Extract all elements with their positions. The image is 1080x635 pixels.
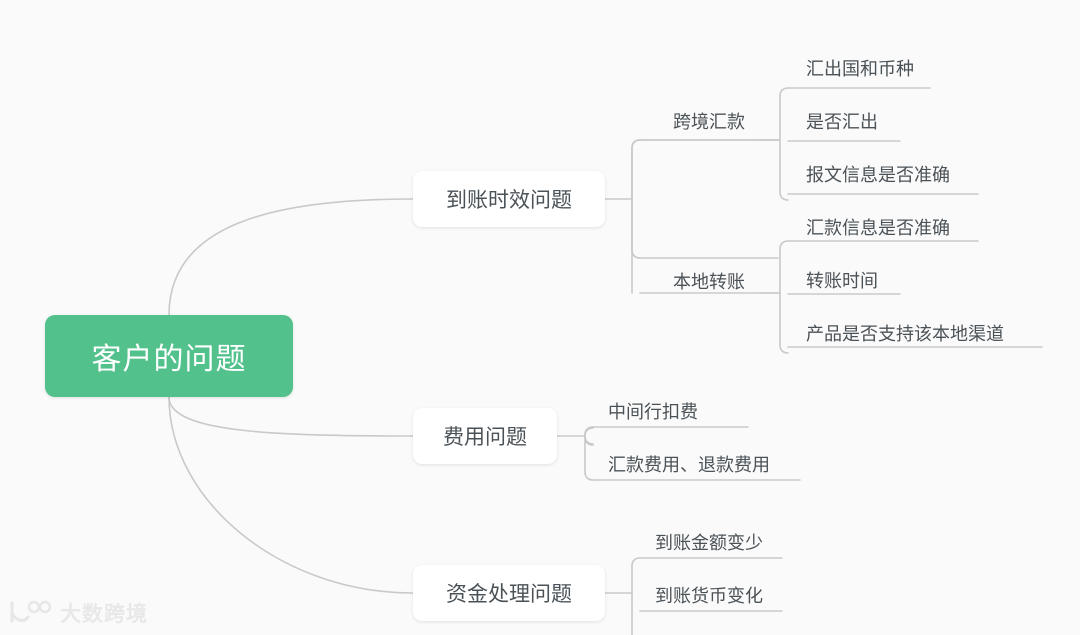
edge-root-to-branch-3 [168, 396, 414, 594]
watermark-logo-icon [8, 599, 54, 629]
branch-node-label: 资金处理问题 [446, 583, 572, 606]
root-node[interactable]: 客户的问题 [45, 315, 293, 397]
edge-root-to-branch-1 [168, 198, 414, 316]
bracket-branch2 [584, 427, 594, 445]
leaf-label-zhuanzhangshijian[interactable]: 转账时间 [806, 271, 878, 291]
bracket-branch1-top [631, 139, 779, 149]
branch-node-feiyong[interactable]: 费用问题 [413, 408, 557, 464]
k100-logo-icon [10, 600, 52, 623]
bracket-fund-leaves [631, 557, 641, 635]
branch-node-zijinchuli[interactable]: 资金处理问题 [413, 565, 605, 621]
group-label-kuajinghuikuan[interactable]: 跨境汇款 [673, 112, 745, 132]
group-label-bendizhuanzhang[interactable]: 本地转账 [673, 272, 745, 292]
leaf-label-baowenxinxishifouzhunque[interactable]: 报文信息是否准确 [806, 165, 950, 185]
leaf-label-huikuanxinxishifouzhunque[interactable]: 汇款信息是否准确 [806, 218, 950, 238]
leaf-label-huichuguohebizhong[interactable]: 汇出国和币种 [806, 59, 914, 79]
bracket-branch1 [631, 139, 641, 259]
bracket-kuajing [779, 87, 789, 201]
leaf-label-daozhangjineyanshao[interactable]: 到账金额变少 [655, 533, 763, 553]
leaf-label-zhongjianhangkoufei[interactable]: 中间行扣费 [608, 402, 698, 422]
watermark: 大数跨境 [8, 599, 148, 629]
bracket-bendi [779, 240, 789, 354]
watermark-text: 大数跨境 [60, 602, 148, 626]
leaf-label-chanpinshifouzhichi[interactable]: 产品是否支持该本地渠道 [806, 324, 1004, 344]
branch-node-daozhangshixiao[interactable]: 到账时效问题 [413, 171, 605, 227]
branch-node-label: 到账时效问题 [446, 189, 572, 212]
root-node-label: 客户的问题 [91, 343, 247, 376]
leaf-label-daozhanghuobibianhua[interactable]: 到账货币变化 [655, 586, 763, 606]
bracket-fee-leaves [584, 426, 594, 481]
bracket-branch1-bottom [631, 249, 779, 259]
branch-node-label: 费用问题 [443, 426, 527, 449]
leaf-label-huikuanfeiyongtuikuanfeiyong[interactable]: 汇款费用、退款费用 [608, 455, 770, 475]
edge-root-to-branch-2 [168, 396, 414, 437]
leaf-label-shifouhuichu[interactable]: 是否汇出 [806, 112, 878, 132]
bracket-branch2-open [584, 426, 594, 446]
